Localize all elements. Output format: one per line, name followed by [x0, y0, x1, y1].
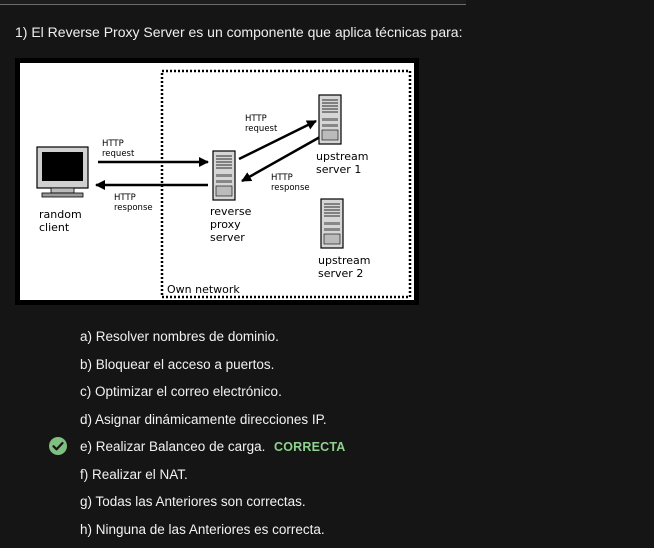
monitor-icon: [36, 146, 89, 198]
left-request-label-2: request: [102, 149, 135, 159]
own-network-label: Own network: [167, 283, 240, 296]
right-request-arrow: [238, 119, 317, 161]
diagram-svg: random client HTTP request HTTP response…: [20, 63, 414, 300]
left-response-label-1: HTTP: [114, 193, 136, 203]
random-client-label-2: client: [39, 221, 70, 234]
reverse-proxy-diagram: random client HTTP request HTTP response…: [15, 58, 419, 305]
server-icon: [212, 150, 236, 201]
option-a[interactable]: a) Resolver nombres de dominio.: [80, 329, 279, 344]
check-circle-icon: [49, 437, 67, 455]
reverse-proxy-label-3: server: [210, 231, 245, 244]
question-text: 1) El Reverse Proxy Server es un compone…: [15, 24, 463, 40]
right-response-label-2: response: [271, 183, 310, 193]
right-response-arrow: [241, 135, 321, 183]
top-divider: [0, 4, 466, 5]
random-client-label-1: random: [39, 208, 82, 221]
own-network-boundary: [160, 69, 412, 299]
option-f[interactable]: f) Realizar el NAT.: [80, 467, 188, 482]
option-e[interactable]: e) Realizar Balanceo de carga.: [80, 439, 266, 454]
reverse-proxy-label-2: proxy: [210, 218, 241, 231]
option-h[interactable]: h) Ninguna de las Anteriores es correcta…: [80, 522, 325, 537]
right-request-label-1: HTTP: [245, 114, 267, 124]
right-request-label-2: request: [245, 124, 278, 134]
server-icon: [320, 198, 344, 249]
upstream1-label-2: server 1: [316, 163, 361, 176]
left-request-label-1: HTTP: [102, 139, 124, 149]
server-icon: [318, 94, 342, 145]
upstream2-label-1: upstream: [318, 254, 371, 267]
right-response-label-1: HTTP: [271, 173, 293, 183]
correct-badge: CORRECTA: [274, 440, 346, 454]
option-b[interactable]: b) Bloquear el acceso a puertos.: [80, 357, 275, 372]
option-c[interactable]: c) Optimizar el correo electrónico.: [80, 384, 282, 399]
left-response-label-2: response: [114, 203, 153, 213]
option-d[interactable]: d) Asignar dinámicamente direcciones IP.: [80, 412, 327, 427]
upstream1-label-1: upstream: [316, 150, 369, 163]
option-g[interactable]: g) Todas las Anteriores son correctas.: [80, 494, 306, 509]
top-fade: [0, 0, 466, 4]
upstream2-label-2: server 2: [318, 267, 363, 280]
reverse-proxy-label-1: reverse: [210, 205, 252, 218]
